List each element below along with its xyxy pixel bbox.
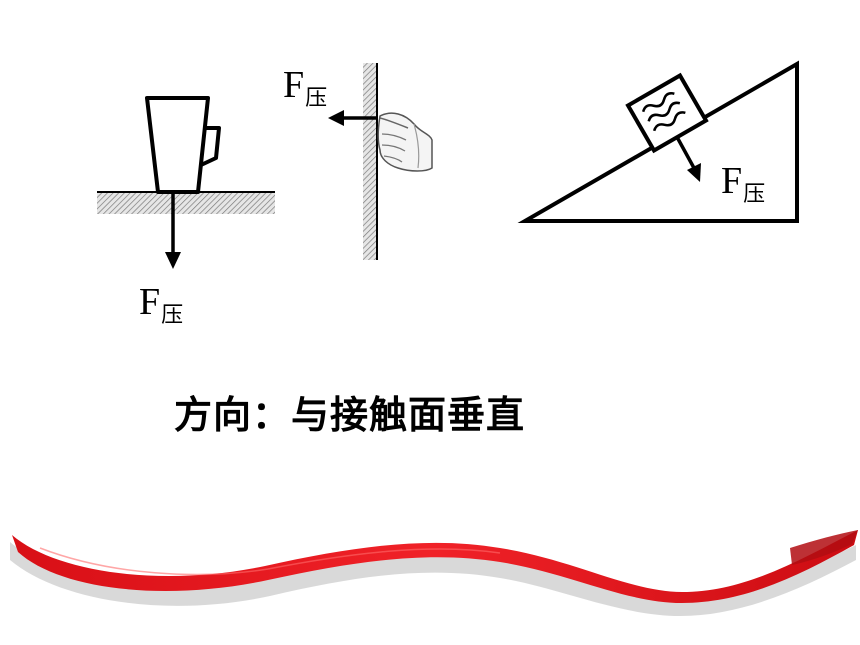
force-label-cup: F压 bbox=[139, 281, 183, 327]
ribbon-body bbox=[12, 530, 858, 603]
force-subscript: 压 bbox=[743, 182, 766, 207]
direction-caption: 方向：与接触面垂直 bbox=[174, 393, 526, 437]
force-arrow-incline-head bbox=[687, 163, 701, 182]
cup-icon bbox=[145, 96, 221, 194]
finger-on-wall-figure bbox=[328, 63, 433, 260]
force-arrow-left-head bbox=[328, 110, 344, 126]
force-symbol: F bbox=[139, 281, 161, 323]
force-arrow-down-head bbox=[165, 252, 181, 269]
ribbon-highlight bbox=[39, 547, 501, 576]
cup-on-table-figure bbox=[97, 96, 275, 269]
block-on-incline-figure bbox=[517, 60, 799, 223]
force-label-wall: F压 bbox=[283, 64, 327, 110]
red-ribbon-decoration bbox=[10, 530, 858, 616]
hand-icon bbox=[377, 112, 433, 172]
table-surface bbox=[97, 192, 275, 214]
force-label-incline: F压 bbox=[721, 160, 765, 206]
force-arrow-incline bbox=[675, 136, 696, 169]
block-icon bbox=[625, 72, 709, 154]
force-subscript: 压 bbox=[161, 303, 184, 328]
force-symbol: F bbox=[721, 160, 743, 202]
force-symbol: F bbox=[283, 64, 305, 106]
ribbon-fold bbox=[790, 530, 858, 565]
force-subscript: 压 bbox=[305, 86, 328, 111]
wall bbox=[363, 63, 378, 260]
